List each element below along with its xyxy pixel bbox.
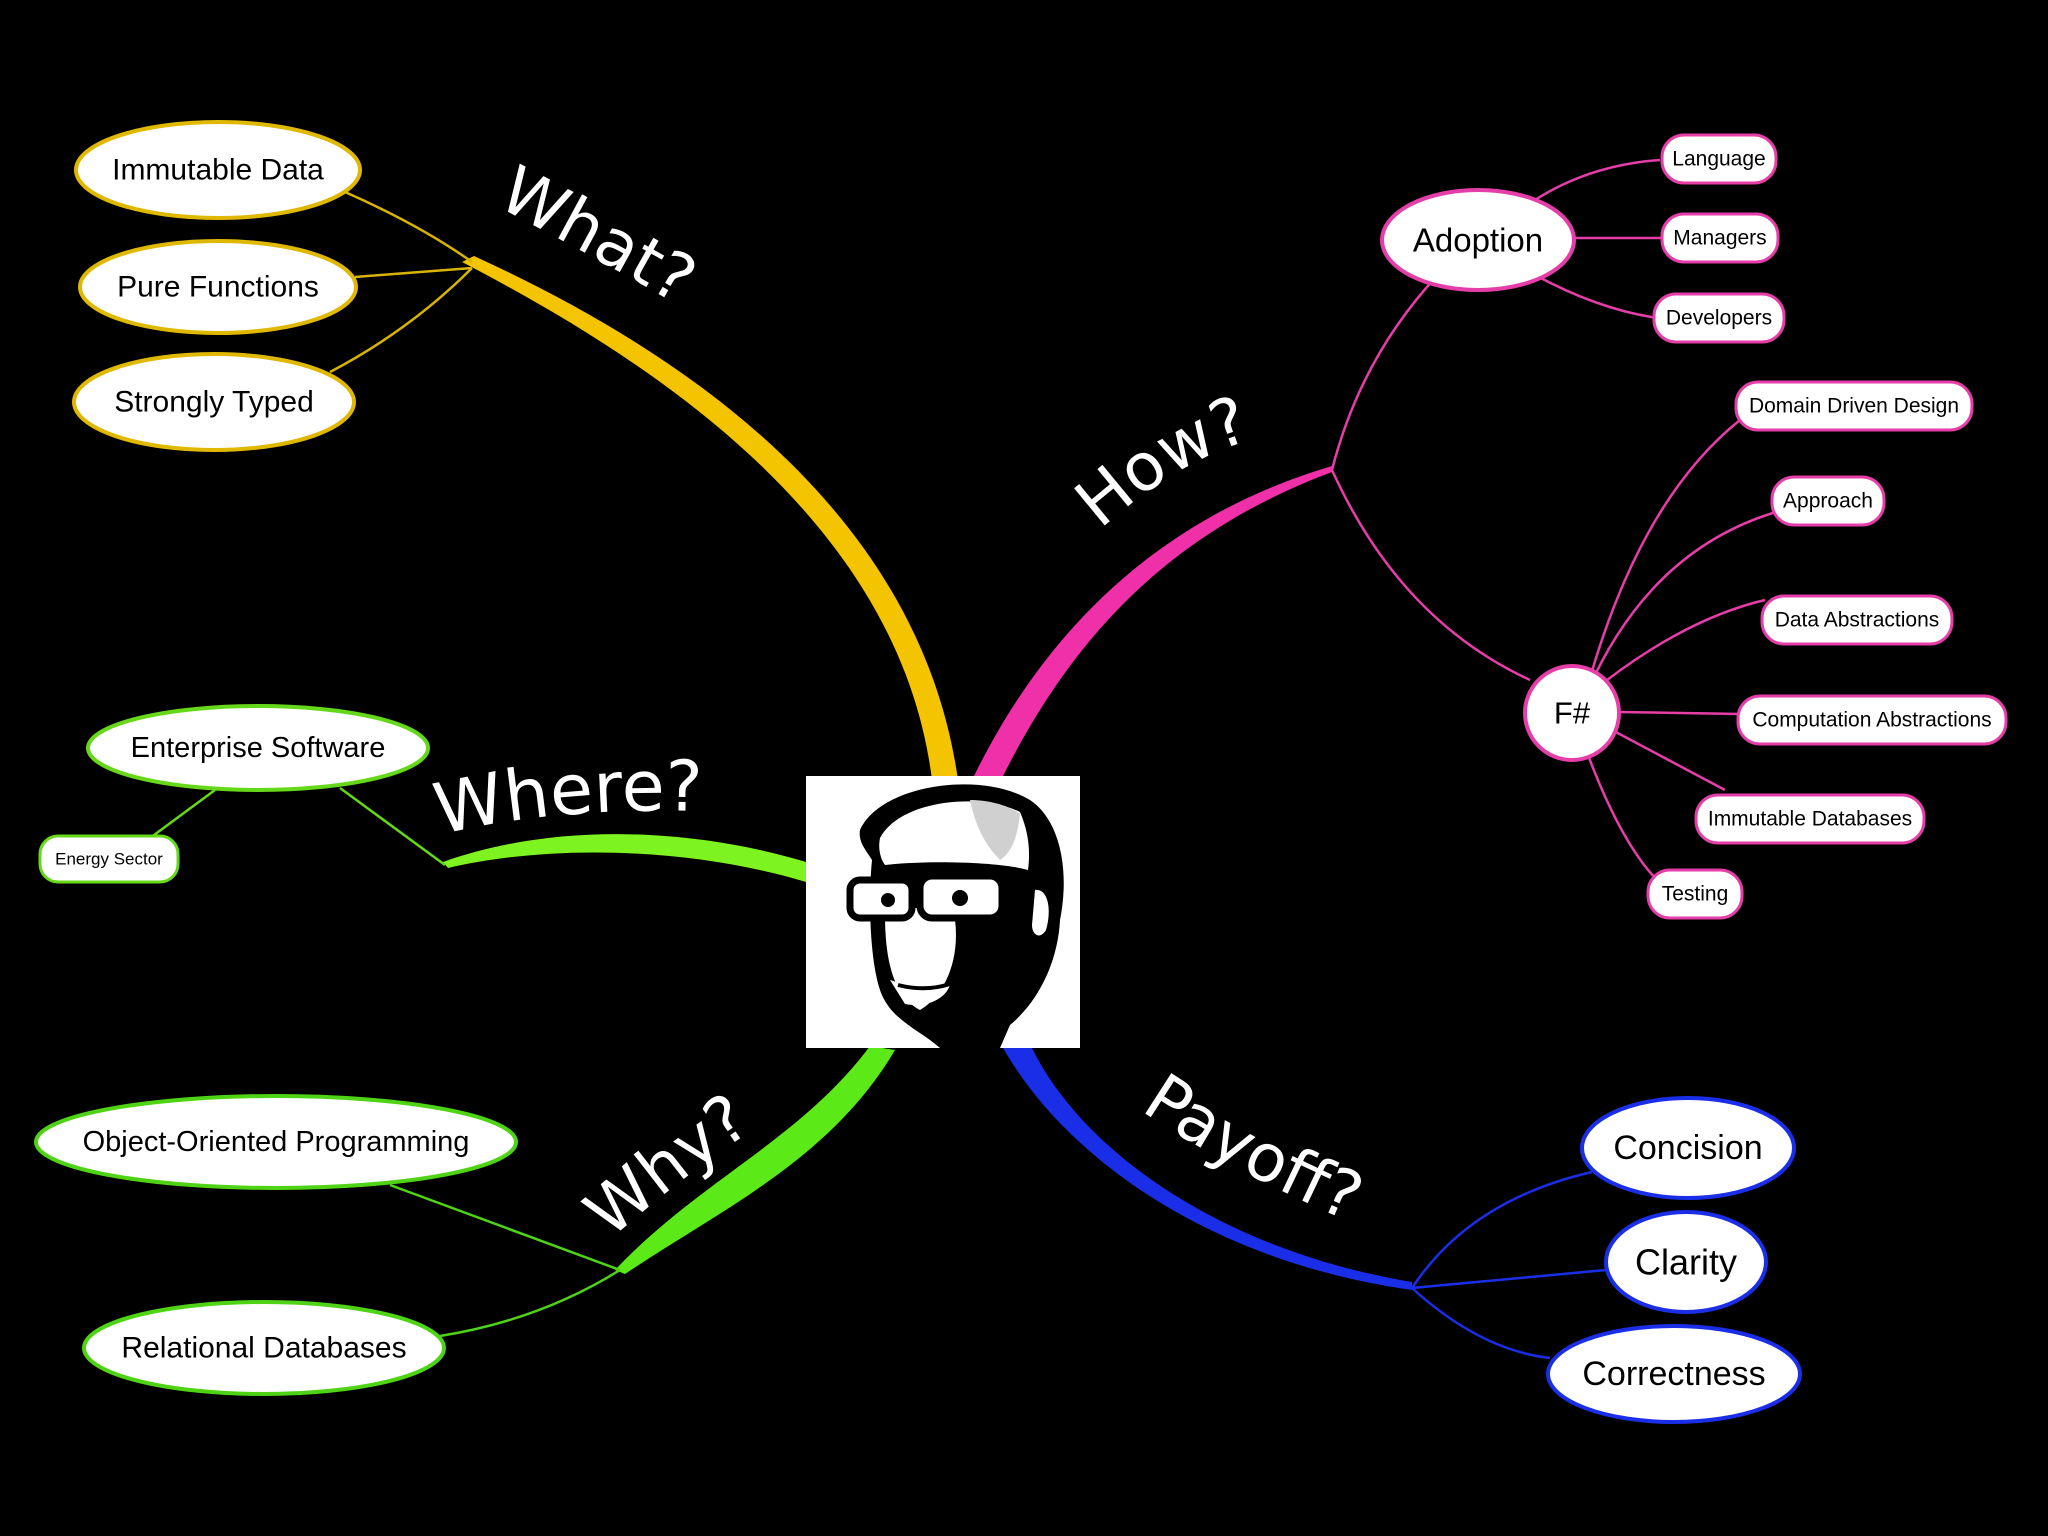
node-approach[interactable]: Approach	[1772, 477, 1884, 525]
svg-text:Managers: Managers	[1673, 227, 1766, 250]
what-branch	[462, 256, 958, 780]
node-enterprise-software[interactable]: Enterprise Software	[88, 706, 428, 790]
svg-text:Pure Functions: Pure Functions	[117, 271, 319, 304]
node-managers[interactable]: Managers	[1662, 214, 1778, 262]
node-oop[interactable]: Object-Oriented Programming	[36, 1096, 516, 1188]
node-relational-databases[interactable]: Relational Databases	[84, 1302, 444, 1394]
svg-text:Concision: Concision	[1613, 1129, 1762, 1167]
svg-text:F#: F#	[1554, 696, 1591, 731]
node-adoption[interactable]: Adoption	[1382, 190, 1574, 290]
node-data-abstractions[interactable]: Data Abstractions	[1762, 596, 1952, 644]
node-correctness[interactable]: Correctness	[1548, 1326, 1800, 1422]
svg-text:Language: Language	[1672, 148, 1765, 171]
svg-text:Object-Oriented Programming: Object-Oriented Programming	[83, 1126, 470, 1158]
svg-text:Immutable Data: Immutable Data	[112, 154, 324, 187]
svg-text:Computation Abstractions: Computation Abstractions	[1752, 709, 1991, 732]
svg-text:Relational Databases: Relational Databases	[121, 1332, 406, 1365]
node-fsharp[interactable]: F#	[1525, 666, 1619, 760]
svg-text:Developers: Developers	[1666, 307, 1772, 330]
node-testing[interactable]: Testing	[1648, 870, 1742, 918]
where-branch	[443, 834, 806, 882]
svg-text:Enterprise Software: Enterprise Software	[131, 732, 386, 764]
node-language[interactable]: Language	[1662, 135, 1776, 183]
svg-text:Clarity: Clarity	[1635, 1242, 1737, 1283]
svg-text:Approach: Approach	[1783, 490, 1873, 513]
svg-text:Adoption: Adoption	[1413, 222, 1543, 259]
node-strongly-typed[interactable]: Strongly Typed	[74, 354, 354, 450]
svg-text:Strongly Typed: Strongly Typed	[114, 386, 314, 419]
how-branch	[972, 466, 1332, 786]
svg-text:Domain Driven Design: Domain Driven Design	[1749, 395, 1959, 418]
node-immutable-data[interactable]: Immutable Data	[76, 122, 360, 218]
node-domain-driven-design[interactable]: Domain Driven Design	[1736, 382, 1972, 430]
node-concision[interactable]: Concision	[1582, 1098, 1794, 1198]
where-label: Where?	[427, 745, 703, 851]
node-immutable-databases[interactable]: Immutable Databases	[1696, 795, 1924, 843]
payoff-label: Payoff?	[1131, 1059, 1373, 1236]
svg-text:Testing: Testing	[1662, 883, 1729, 906]
svg-text:Correctness: Correctness	[1582, 1355, 1765, 1393]
node-developers[interactable]: Developers	[1654, 294, 1784, 342]
svg-text:Immutable Databases: Immutable Databases	[1708, 808, 1912, 831]
svg-text:Energy Sector: Energy Sector	[55, 850, 163, 869]
svg-text:Data Abstractions: Data Abstractions	[1775, 609, 1940, 632]
node-computation-abstractions[interactable]: Computation Abstractions	[1738, 696, 2006, 744]
center-portrait	[806, 776, 1080, 1048]
node-pure-functions[interactable]: Pure Functions	[80, 241, 356, 333]
node-clarity[interactable]: Clarity	[1606, 1212, 1766, 1312]
node-energy-sector[interactable]: Energy Sector	[40, 836, 178, 882]
